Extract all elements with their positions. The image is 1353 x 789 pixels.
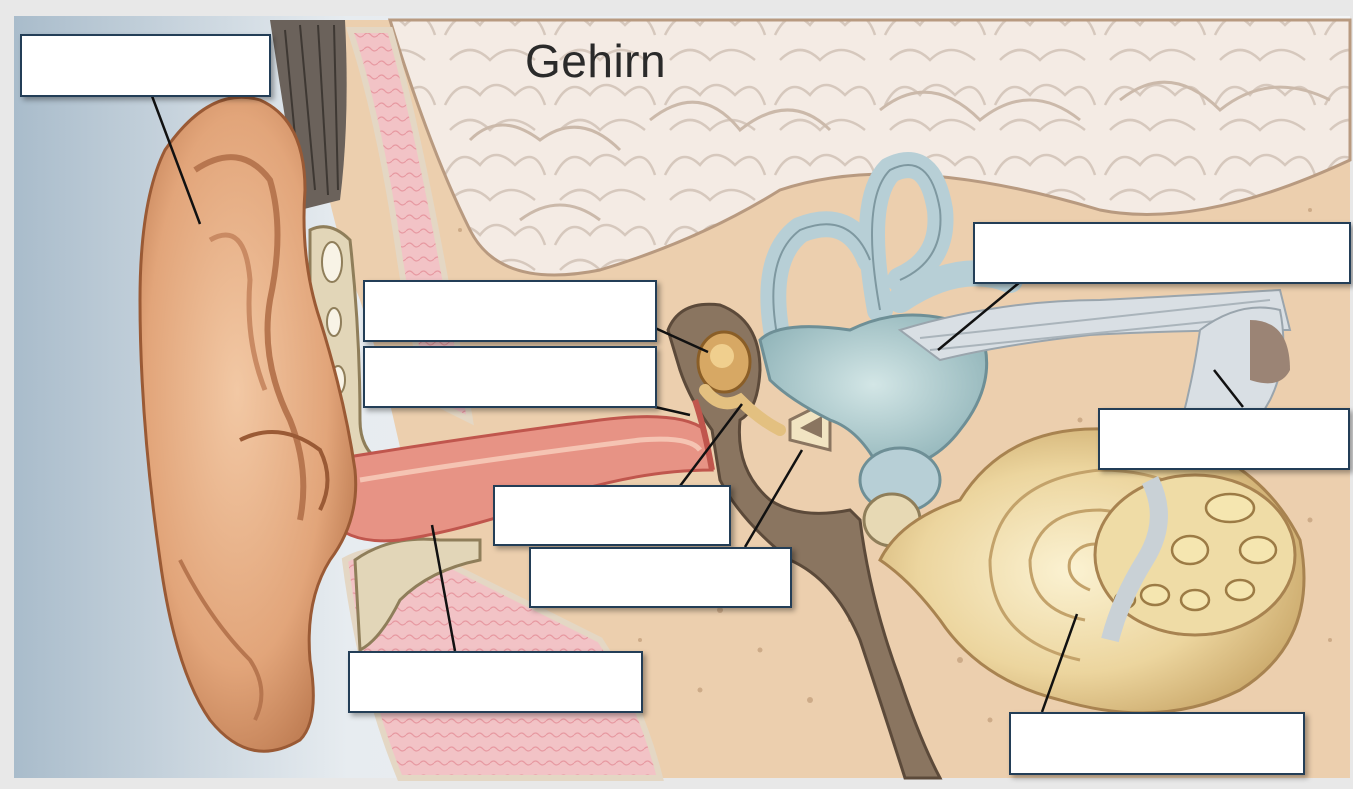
label-box-cochlear-nerve[interactable] xyxy=(1098,408,1350,470)
label-box-incus[interactable] xyxy=(493,485,731,546)
label-box-auricle[interactable] xyxy=(20,34,271,97)
label-box-malleus[interactable] xyxy=(363,280,657,342)
label-box-stapes[interactable] xyxy=(529,547,792,608)
diagram-title: Gehirn xyxy=(525,34,666,88)
label-box-cochlea[interactable] xyxy=(1009,712,1305,775)
label-box-ear-canal[interactable] xyxy=(348,651,643,713)
label-box-vestibule[interactable] xyxy=(973,222,1351,284)
label-box-tympanic-membrane[interactable] xyxy=(363,346,657,408)
